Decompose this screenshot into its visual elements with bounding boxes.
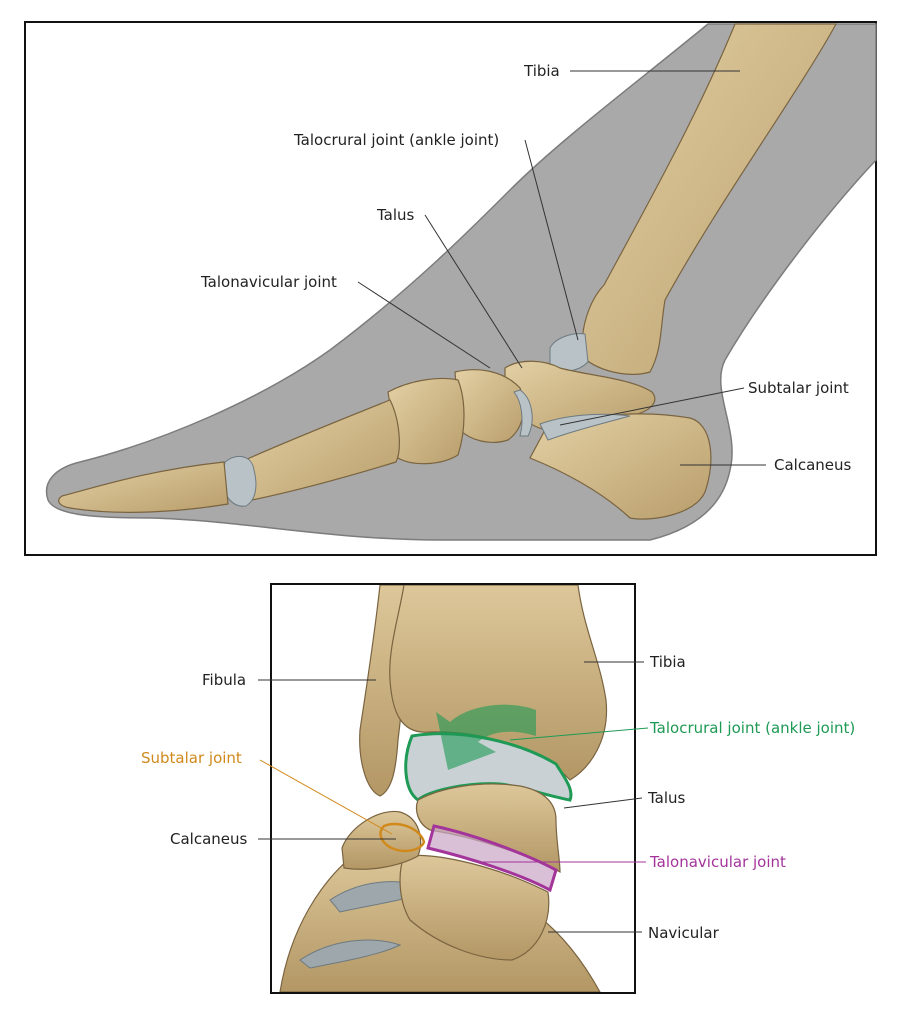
label-tibia-top: Tibia	[524, 62, 560, 80]
navicular-bone-front	[399, 854, 550, 961]
subtalar-highlight	[379, 822, 426, 853]
top-panel	[24, 21, 877, 556]
label-talus-bottom: Talus	[648, 789, 686, 807]
label-talonavicular-top: Talonavicular joint	[201, 273, 337, 291]
label-calcaneus-bottom: Calcaneus	[170, 830, 248, 848]
foot-silhouette	[45, 23, 877, 541]
label-tibia-bottom: Tibia	[650, 653, 686, 671]
phalanx-bones	[58, 461, 229, 513]
label-talonavicular-bottom: Talonavicular joint	[650, 853, 786, 871]
label-talocrural-top: Talocrural joint (ankle joint)	[294, 131, 500, 149]
label-calcaneus-top: Calcaneus	[774, 456, 852, 474]
bottom-leader-lines	[258, 661, 649, 933]
bottom-panel	[258, 583, 649, 994]
cuneiform-bones	[387, 377, 465, 465]
label-talus-top: Talus	[377, 206, 415, 224]
subtalar-cartilage	[539, 413, 631, 441]
label-talocrural-bottom: Talocrural joint (ankle joint)	[650, 719, 856, 737]
talocrural-motion-arrow	[436, 704, 536, 770]
label-fibula-bottom: Fibula	[202, 671, 247, 689]
label-subtalar-top: Subtalar joint	[748, 379, 849, 397]
talonavicular-cartilage	[513, 389, 533, 437]
calcaneus-bone	[529, 413, 712, 520]
label-navicular-bottom: Navicular	[648, 924, 719, 942]
talus-bone-front	[415, 783, 561, 873]
tibia-bone	[581, 23, 838, 375]
metatarsal-bones	[244, 399, 400, 501]
talonavicular-highlight	[426, 824, 558, 893]
top-leader-lines	[357, 70, 766, 466]
label-subtalar-bottom: Subtalar joint	[141, 749, 242, 767]
